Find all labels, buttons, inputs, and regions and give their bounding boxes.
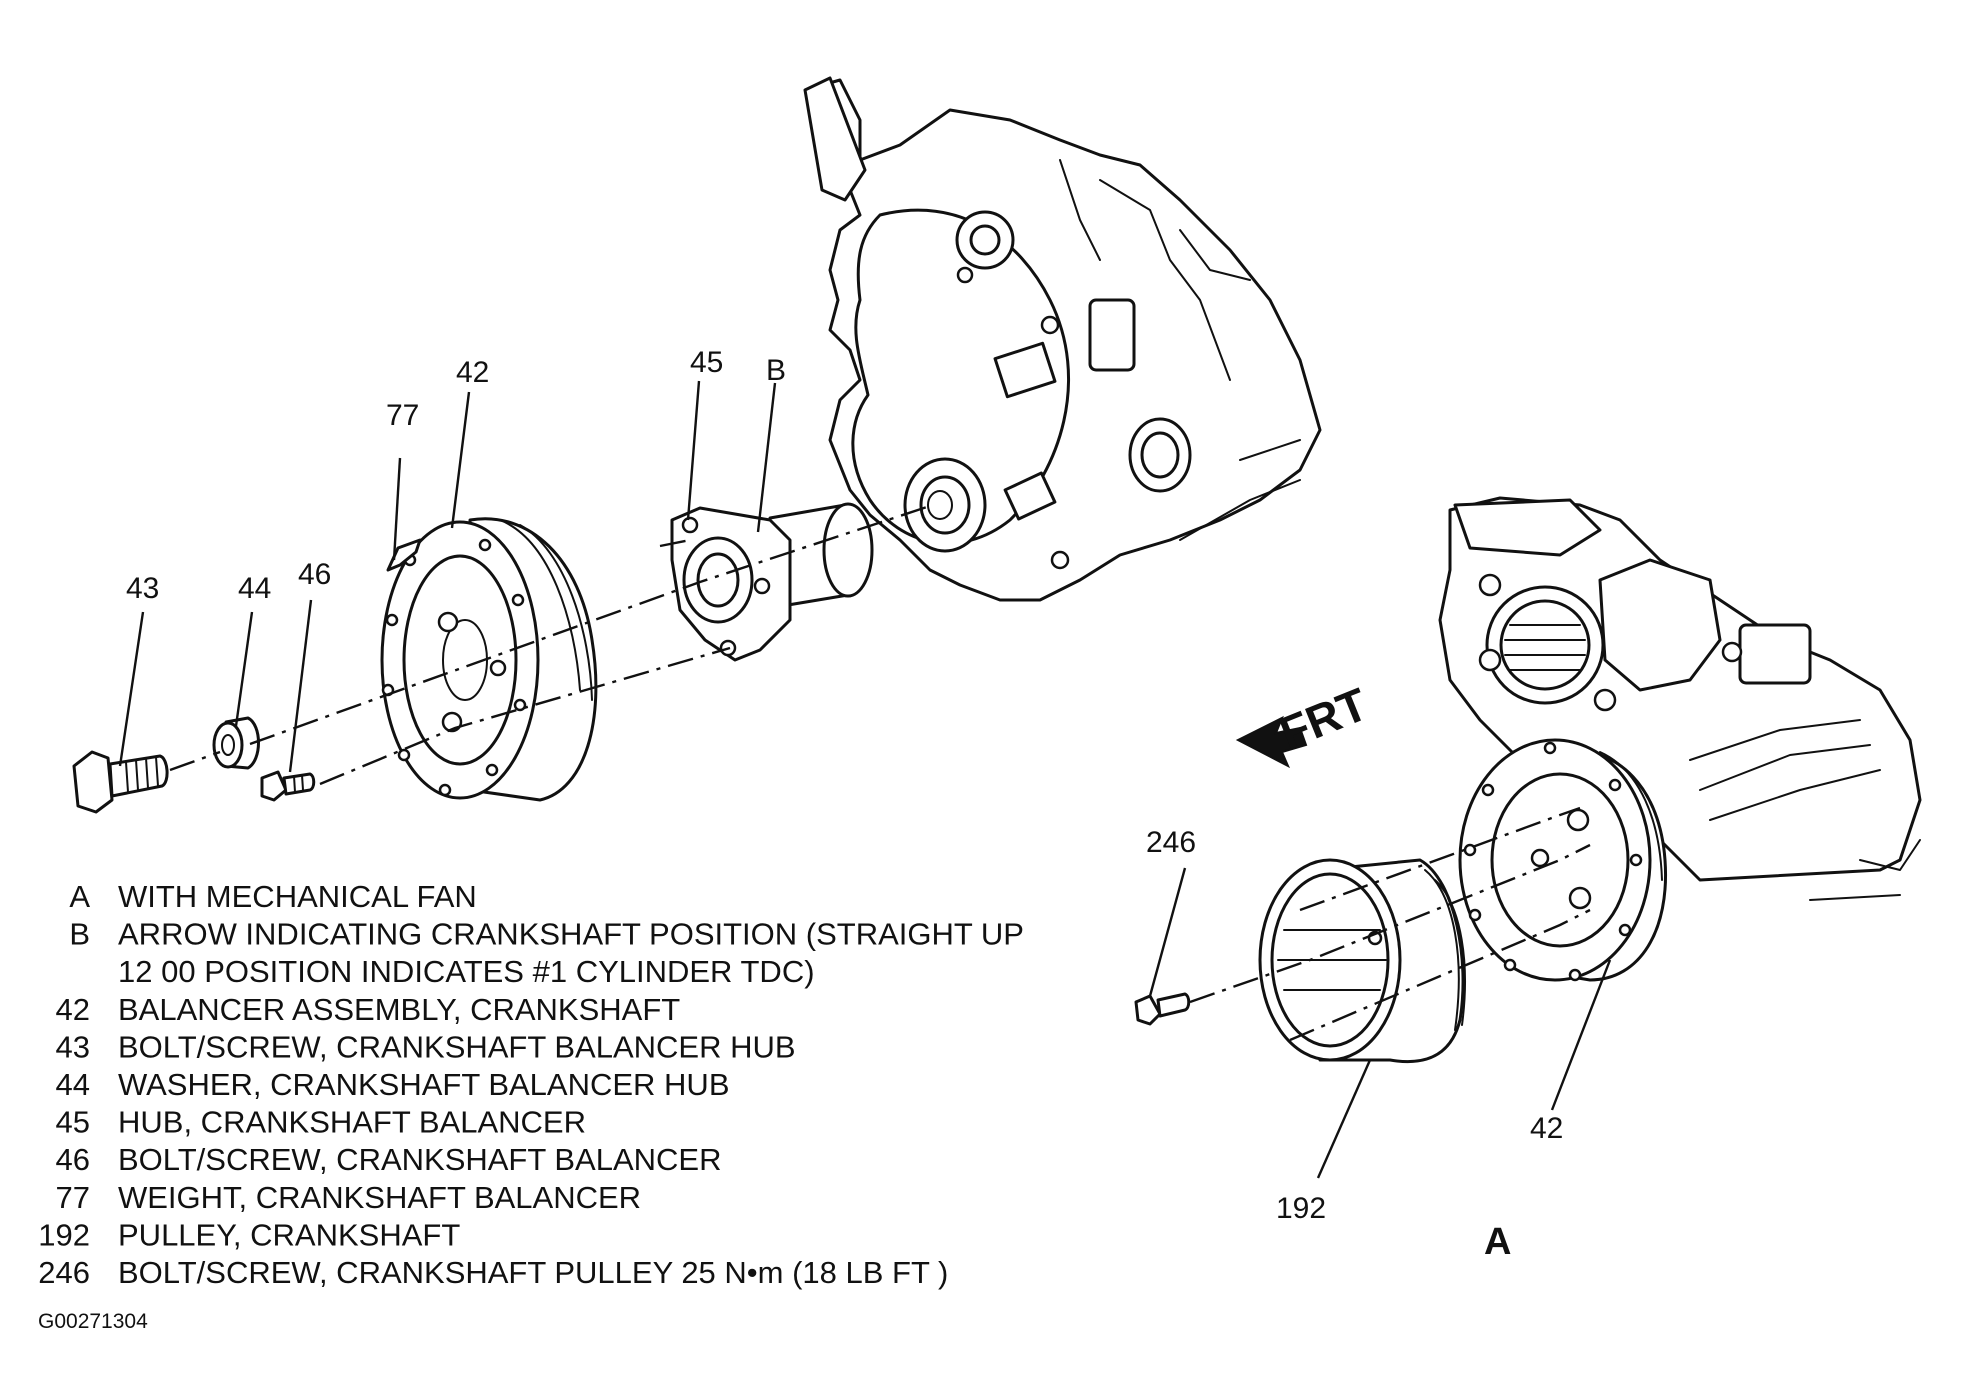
callout-46: 46 xyxy=(298,558,331,591)
callout-B: B xyxy=(766,354,786,387)
legend-key: 77 xyxy=(56,1180,90,1215)
callout-numbers: 43 44 46 77 42 45 B 246 192 42 A xyxy=(126,346,1563,1263)
legend-description: BOLT/SCREW, CRANKSHAFT PULLEY 25 N•m (18… xyxy=(118,1255,948,1290)
legend-description: 12 00 POSITION INDICATES #1 CYLINDER TDC… xyxy=(118,954,815,989)
legend-description: WITH MECHANICAL FAN xyxy=(118,879,477,914)
washer-44 xyxy=(212,716,260,770)
assembly-centerlines-left xyxy=(169,504,931,786)
parts-legend: A WITH MECHANICAL FAN B ARROW INDICATING CR… xyxy=(38,879,1024,1290)
legend-description: HUB, CRANKSHAFT BALANCER xyxy=(118,1105,586,1140)
legend-key: 44 xyxy=(56,1067,90,1102)
callout-192: 192 xyxy=(1276,1192,1326,1225)
legend-key: 192 xyxy=(38,1217,90,1252)
balancer-assembly-42 xyxy=(380,517,598,802)
legend-description: PULLEY, CRANKSHAFT xyxy=(118,1217,460,1252)
legend-description: WASHER, CRANKSHAFT BALANCER HUB xyxy=(118,1067,730,1102)
legend-description: BOLT/SCREW, CRANKSHAFT BALANCER xyxy=(118,1142,721,1177)
legend-description: BALANCER ASSEMBLY, CRANKSHAFT xyxy=(118,992,680,1027)
legend-key: B xyxy=(69,917,90,952)
front-direction-arrow: FRT xyxy=(1235,678,1375,769)
balancer-hub-45 xyxy=(670,502,874,662)
bolt-43 xyxy=(72,750,169,814)
assembly-centerlines-right xyxy=(1189,806,1591,1042)
callout-42-right: 42 xyxy=(1530,1112,1563,1145)
engine-block-front-cover-left xyxy=(803,76,1322,602)
pulley-192 xyxy=(1258,858,1466,1064)
bolt-46 xyxy=(260,770,316,802)
legend-key: A xyxy=(69,879,90,914)
legend-key: 246 xyxy=(38,1255,90,1290)
callout-45: 45 xyxy=(690,346,723,379)
legend-key: 45 xyxy=(56,1105,90,1140)
engine-front-view-right xyxy=(1438,496,1922,901)
legend-description: BOLT/SCREW, CRANKSHAFT BALANCER HUB xyxy=(118,1029,796,1064)
view-label-A: A xyxy=(1484,1221,1511,1263)
legend-description: ARROW INDICATING CRANKSHAFT POSITION (ST… xyxy=(118,917,1024,952)
callout-77: 77 xyxy=(386,399,419,432)
callout-43: 43 xyxy=(126,572,159,605)
callout-leaders xyxy=(118,380,1612,1179)
balancer-assembly-42-right xyxy=(1458,738,1668,982)
legend-key: 43 xyxy=(56,1029,90,1064)
bolt-246-right xyxy=(1134,992,1191,1026)
callout-246: 246 xyxy=(1146,826,1196,859)
legend-key: 46 xyxy=(56,1142,90,1177)
callout-42-left: 42 xyxy=(456,356,489,389)
front-direction-label: FRT xyxy=(1272,678,1374,760)
legend-description: WEIGHT, CRANKSHAFT BALANCER xyxy=(118,1180,641,1215)
callout-44: 44 xyxy=(238,572,271,605)
figure-id: G00271304 xyxy=(38,1310,148,1333)
legend-key: 42 xyxy=(56,992,90,1027)
